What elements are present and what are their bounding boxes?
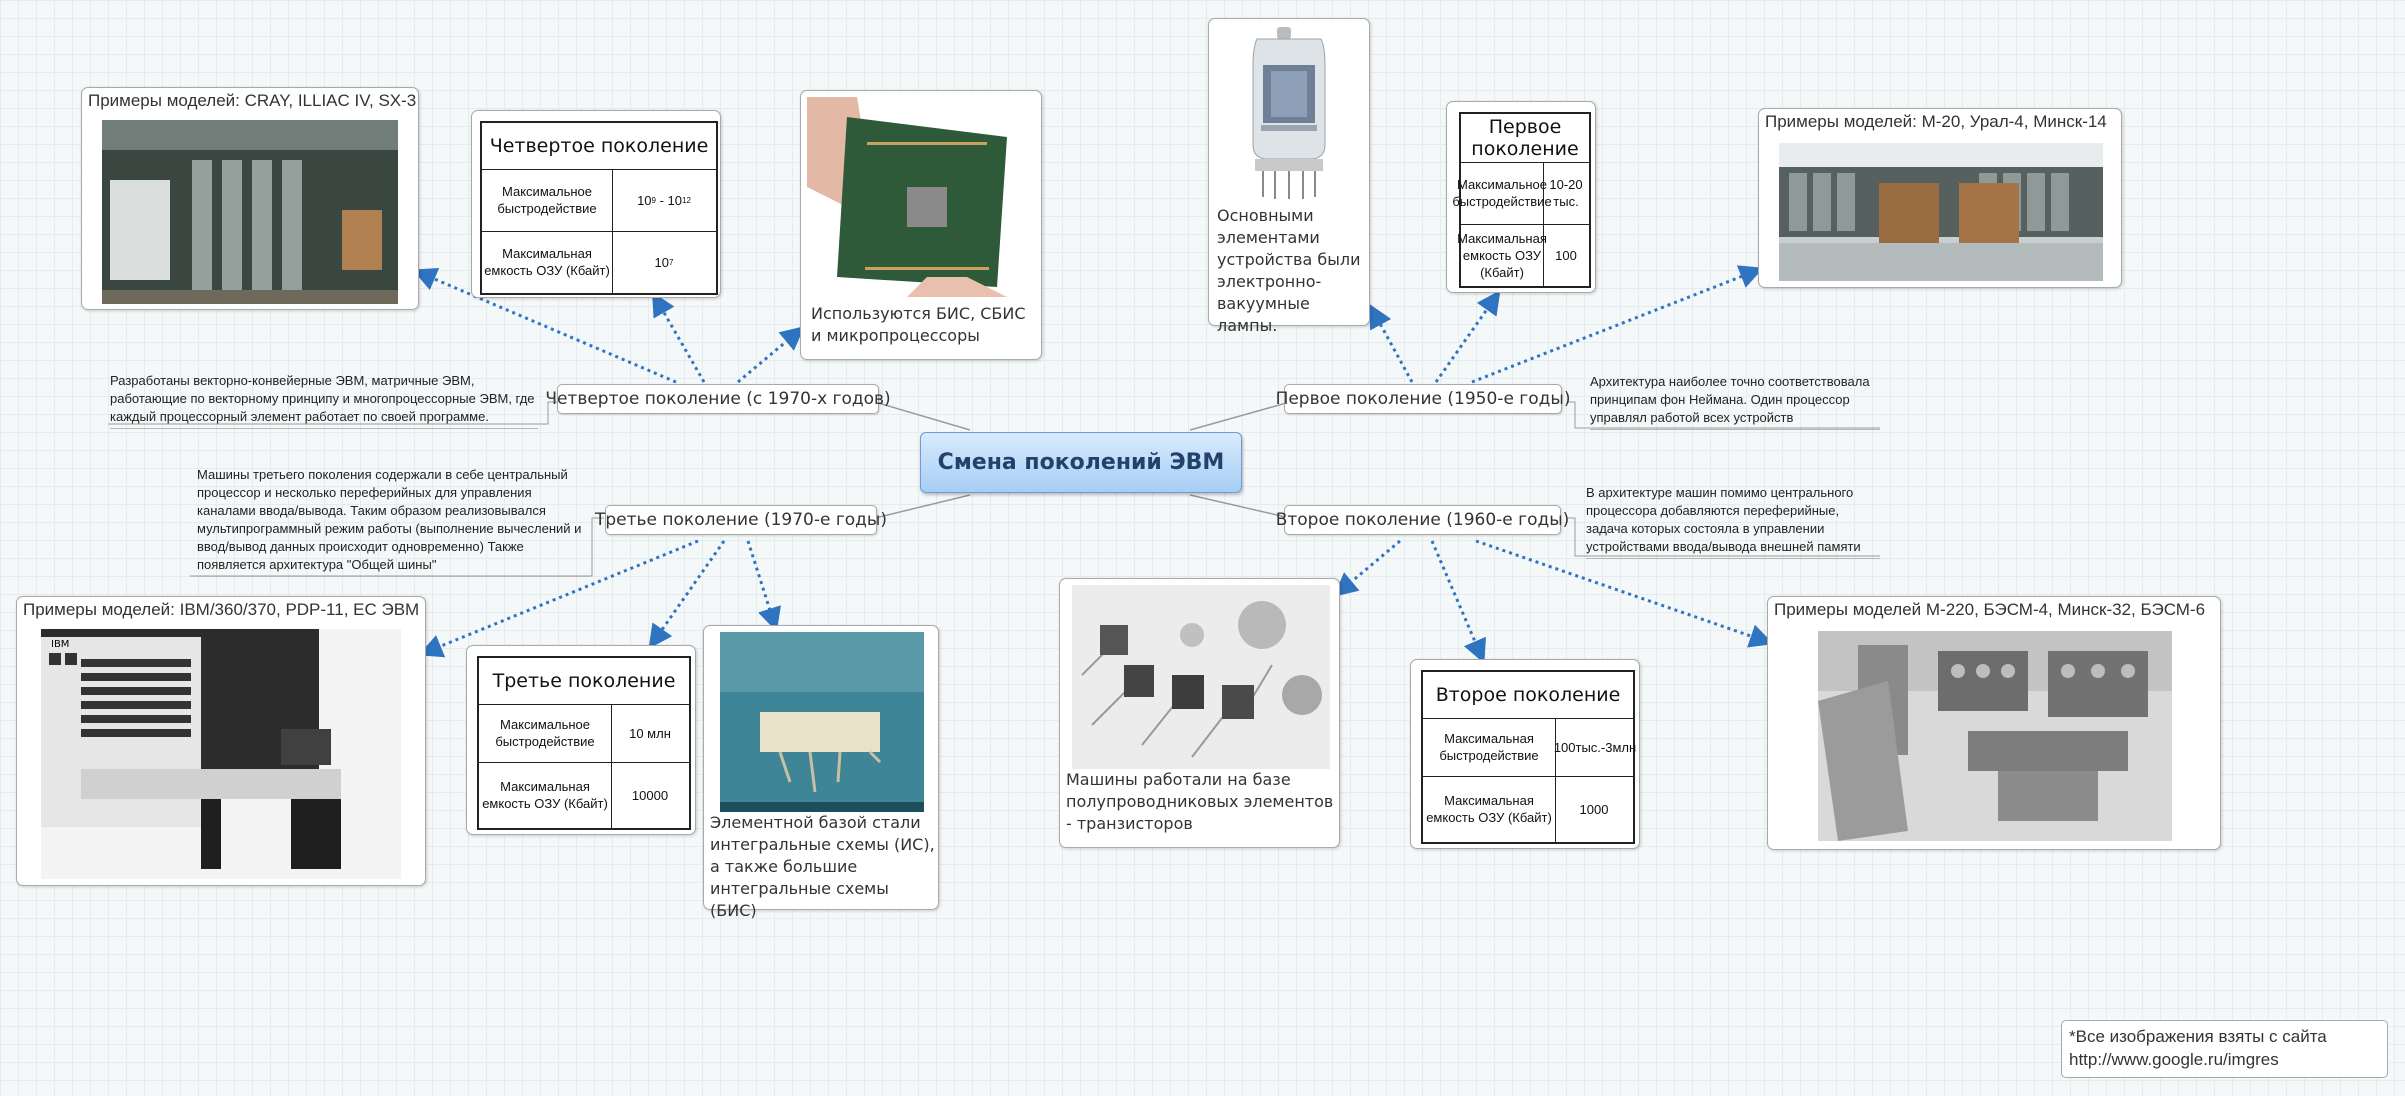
besm-computer-image	[1818, 631, 2172, 841]
first-element-caption: Основными элементами устройства были эле…	[1217, 206, 1361, 335]
card-second-examples[interactable]: Примеры моделей М-220, БЭСМ-4, Минск-32,…	[1767, 596, 2221, 850]
fourth-examples-title: Примеры моделей: CRAY, ILLIAC IV, SX-3	[88, 91, 417, 110]
topic-third-generation[interactable]: Третье поколение (1970-е годы)	[595, 505, 887, 535]
arrow-first-lamp	[1369, 303, 1414, 383]
arrow-first-examples	[1471, 265, 1764, 384]
second-speed-label: Максимальная быстродействие	[1439, 731, 1539, 763]
second-memory-value: 1000	[1579, 801, 1609, 817]
card-third-table[interactable]: Третье поколение Максимальное быстродейс…	[466, 645, 696, 835]
note-first-generation: Архитектура наиболее точно соответствова…	[1590, 373, 1880, 430]
arrow-second-table	[1430, 540, 1486, 664]
third-examples-title: Примеры моделей: IBM/360/370, PDP-11, ЕС…	[23, 600, 420, 619]
arrow-fourth-cpu	[737, 326, 805, 384]
ibm360-image: IBM	[41, 629, 401, 879]
vacuum-tube-image	[1217, 25, 1361, 203]
second-memory-label: Максимальная емкость ОЗУ (Кбайт)	[1426, 793, 1552, 825]
arrow-third-ic	[746, 540, 781, 632]
card-fourth-element[interactable]: Используются БИС, СБИС и микропроцессоры	[800, 90, 1042, 360]
card-first-examples[interactable]: Примеры моделей: М-20, Урал-4, Минск-14	[1758, 108, 2122, 288]
note-second-generation: В архитектуре машин помимо центрального …	[1586, 484, 1880, 559]
third-speed-label: Максимальное быстродействие	[495, 717, 595, 749]
arrow-second-examples	[1475, 539, 1774, 648]
transistors-image	[1072, 585, 1330, 769]
topic-fourth-generation[interactable]: Четвертое поколение (с 1970-х годов)	[545, 384, 891, 414]
link-central-second	[1189, 494, 1291, 519]
card-fourth-table[interactable]: Четвертое поколение Максимальное быстрод…	[471, 110, 721, 298]
link-central-fourth	[874, 401, 971, 431]
central-title: Смена поколений ЭВМ	[937, 450, 1225, 475]
third-memory-label: Максимальная емкость ОЗУ (Кбайт)	[482, 779, 608, 811]
first-memory-label: Максимальная емкость ОЗУ (Кбайт)	[1457, 230, 1547, 280]
topic-third-label: Третье поколение (1970-е годы)	[595, 510, 887, 530]
card-second-table[interactable]: Второе поколение Максимальная быстродейс…	[1410, 659, 1640, 849]
second-speed-value: 100тыс.-3млн	[1553, 739, 1637, 755]
arrow-second-transistors	[1333, 539, 1401, 597]
topic-second-label: Второе поколение (1960-е годы)	[1275, 510, 1570, 530]
first-speed-label: Максимальное быстродействие	[1452, 177, 1552, 209]
first-table-title: Первое поколение	[1461, 114, 1589, 163]
card-first-table[interactable]: Первое поколение Максимальное быстродейс…	[1446, 101, 1596, 293]
arrow-fourth-table	[652, 291, 706, 383]
second-generation-table: Второе поколение Максимальная быстродейс…	[1421, 670, 1637, 844]
topic-second-generation[interactable]: Второе поколение (1960-е годы)	[1276, 505, 1569, 535]
arrow-first-table	[1434, 290, 1501, 383]
second-table-title: Второе поколение	[1423, 672, 1633, 719]
card-fourth-examples[interactable]: Примеры моделей: CRAY, ILLIAC IV, SX-3	[81, 87, 419, 310]
topic-fourth-label: Четвертое поколение (с 1970-х годов)	[545, 389, 891, 409]
fourth-generation-table: Четвертое поколение Максимальное быстрод…	[480, 121, 718, 295]
third-generation-table: Третье поколение Максимальное быстродейс…	[477, 656, 691, 830]
fourth-memory-label: Максимальная емкость ОЗУ (Кбайт)	[484, 246, 610, 278]
topic-first-label: Первое поколение (1950-е годы)	[1275, 389, 1571, 409]
card-second-element[interactable]: Машины работали на базе полупроводниковы…	[1059, 578, 1340, 848]
note-third-generation: Машины третьего поколения содержали в се…	[197, 466, 589, 577]
fourth-element-caption: Используются БИС, СБИС и микропроцессоры	[811, 304, 1026, 345]
card-third-examples[interactable]: Примеры моделей: IBM/360/370, PDP-11, ЕС…	[16, 596, 426, 886]
arrow-fourth-examples	[412, 268, 677, 384]
third-speed-value: 10 млн	[629, 725, 671, 741]
third-table-title: Третье поколение	[479, 658, 689, 705]
second-examples-title: Примеры моделей М-220, БЭСМ-4, Минск-32,…	[1774, 600, 2206, 619]
microprocessor-image	[807, 97, 1035, 297]
integrated-circuit-image	[720, 632, 924, 812]
first-speed-value: 10-20 тыс.	[1549, 177, 1583, 209]
card-third-element[interactable]: Элементной базой стали интегральные схем…	[703, 625, 939, 920]
third-element-caption: Элементной базой стали интегральные схем…	[710, 813, 935, 920]
arrow-third-examples	[418, 539, 699, 658]
second-element-caption: Машины работали на базе полупроводниковы…	[1066, 770, 1334, 833]
note-fourth-generation: Разработаны векторно-конвейерные ЭВМ, ма…	[110, 372, 538, 429]
image-source-note: *Все изображения взяты с сайта http://ww…	[2061, 1020, 2388, 1078]
fourth-table-title: Четвертое поколение	[482, 123, 716, 170]
cray-image	[102, 120, 398, 304]
first-memory-value: 100	[1555, 247, 1577, 263]
first-generation-table: Первое поколение Максимальное быстродейс…	[1452, 112, 1591, 288]
link-central-third	[874, 494, 971, 519]
card-first-element[interactable]: Основными элементами устройства были эле…	[1208, 18, 1370, 335]
topic-first-generation[interactable]: Первое поколение (1950-е годы)	[1276, 384, 1570, 414]
central-topic[interactable]: Смена поколений ЭВМ	[920, 432, 1242, 493]
m20-computer-image	[1779, 143, 2103, 281]
svg-text:IBM: IBM	[51, 639, 69, 650]
third-memory-value: 10000	[631, 787, 669, 803]
first-examples-title: Примеры моделей: М-20, Урал-4, Минск-14	[1765, 112, 2107, 131]
fourth-speed-label: Максимальное быстродействие	[497, 184, 597, 216]
link-central-first	[1189, 401, 1291, 431]
